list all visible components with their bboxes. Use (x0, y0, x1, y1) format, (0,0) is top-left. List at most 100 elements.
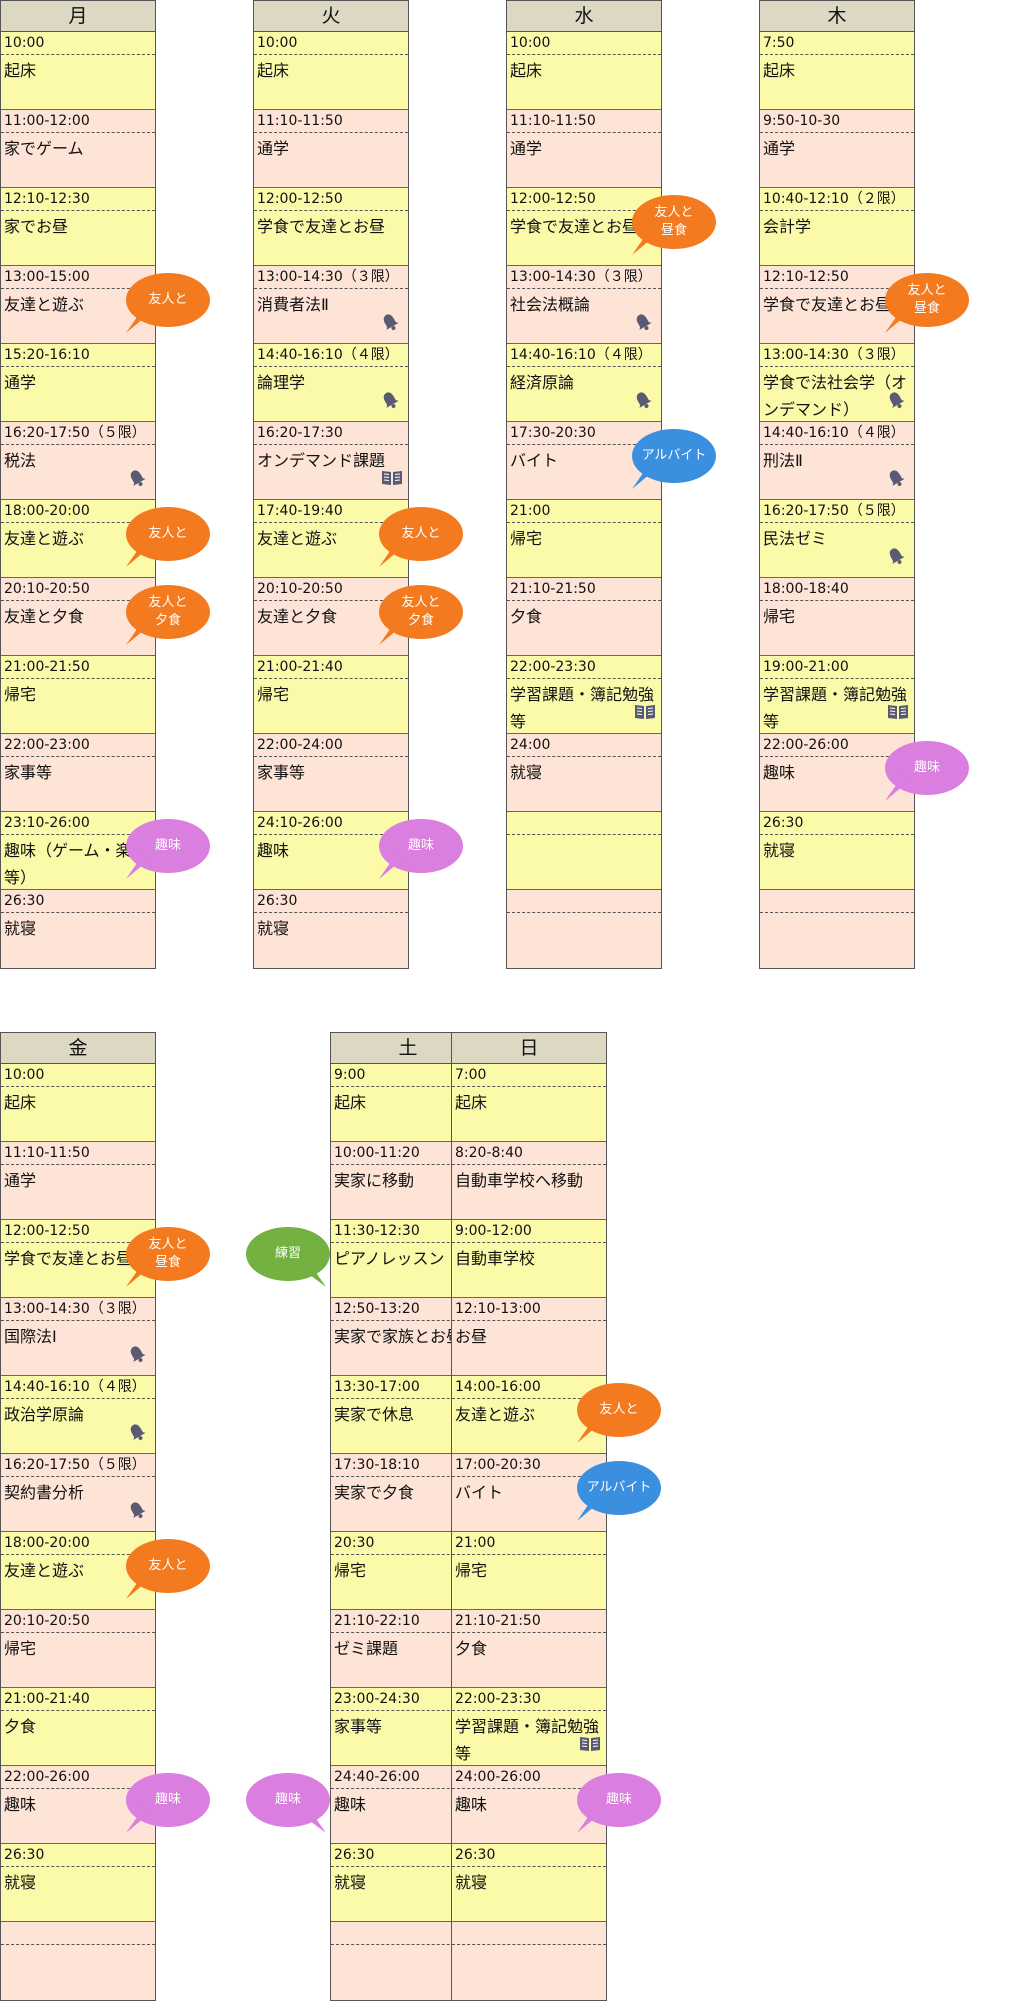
bell-icon (886, 546, 906, 566)
slot-activity: 友達と夕食 (257, 607, 338, 626)
slot-time: 16:20-17:30 (254, 422, 408, 445)
slot-activity: お昼 (455, 1327, 488, 1346)
slot-activity: 起床 (334, 1093, 367, 1112)
slot-time (507, 812, 661, 835)
slot-time: 12:10-12:30 (1, 188, 155, 211)
slot-activity: 家事等 (334, 1717, 383, 1736)
speech-bubble-friends: 友人と 夕食 (375, 585, 463, 647)
bubble-label: アルバイト (641, 448, 707, 463)
slot-activity: 友達と遊ぶ (4, 295, 85, 314)
slot-activity: 起床 (455, 1093, 488, 1112)
slot-time: 22:00-23:30 (452, 1688, 606, 1711)
speech-bubble-friends: 友人と (122, 273, 210, 335)
slot-time (452, 1922, 606, 1945)
bell-icon (380, 312, 400, 332)
schedule-slot: 12:10-12:30 家でお昼 (1, 188, 155, 266)
slot-activity: 趣味 (4, 1795, 37, 1814)
slot-activity (452, 1945, 606, 1947)
schedule-slot (507, 890, 661, 968)
slot-time: 11:10-11:50 (1, 1142, 155, 1165)
slot-activity: 就寝 (4, 919, 37, 938)
slot-activity: ゼミ課題 (334, 1639, 399, 1658)
slot-time: 24:00 (507, 734, 661, 757)
slot-time: 18:00-20:00 (1, 1532, 155, 1555)
schedule-slot: 14:40-16:10（４限）刑法Ⅱ (760, 422, 914, 500)
slot-activity: 帰宅 (4, 1639, 37, 1658)
slot-activity: 学食で友達とお昼 (763, 295, 892, 314)
slot-time: 16:20-17:50（５限） (760, 500, 914, 523)
schedule-slot: 7:00 起床 (452, 1064, 606, 1142)
slot-activity: 学食で友達とお昼 (4, 1249, 133, 1268)
slot-time (507, 890, 661, 913)
slot-activity: 学習課題・簿記勉強等 (455, 1717, 600, 1763)
bubble-label: 友人と (599, 1402, 639, 1417)
slot-time: 21:10-22:10 (331, 1610, 485, 1633)
day-header: 木 (760, 1, 914, 32)
bell-icon (127, 1422, 147, 1442)
slot-activity: 家でゲーム (4, 139, 84, 158)
bubble-label: 友人と 昼食 (148, 1237, 188, 1270)
slot-time: 17:30-18:10 (331, 1454, 485, 1477)
bubble-label: 趣味 (154, 838, 181, 853)
slot-activity: 帰宅 (257, 685, 290, 704)
bubble-label: 趣味 (407, 838, 434, 853)
slot-time: 21:00 (452, 1532, 606, 1555)
bell-icon (633, 390, 653, 410)
slot-activity: 趣味 (455, 1795, 488, 1814)
slot-activity: 学習課題・簿記勉強等 (510, 685, 655, 731)
slot-activity: 起床 (4, 61, 37, 80)
slot-time: 22:00-26:00 (1, 1766, 155, 1789)
slot-activity: 税法 (4, 451, 37, 470)
slot-time: 12:50-13:20 (331, 1298, 485, 1321)
schedule-slot: 13:00-14:30（３限）消費者法Ⅱ (254, 266, 408, 344)
slot-time: 24:40-26:00 (331, 1766, 485, 1789)
slot-time: 17:30-20:30 (507, 422, 661, 445)
slot-time: 7:00 (452, 1064, 606, 1087)
slot-activity: 自動車学校へ移動 (455, 1171, 584, 1190)
slot-activity: 家でお昼 (4, 217, 69, 236)
day-header: 火 (254, 1, 408, 32)
slot-time: 10:40-12:10（２限） (760, 188, 914, 211)
schedule-slot: 13:00-14:30（３限）社会法概論 (507, 266, 661, 344)
day-header: 日 (452, 1033, 606, 1064)
speech-bubble-hobby: 趣味 (573, 1773, 661, 1835)
slot-activity: 論理学 (257, 373, 306, 392)
slot-activity: 経済原論 (510, 373, 575, 392)
slot-activity: 趣味（ゲーム・楽器等） (4, 841, 148, 887)
bubble-label: 友人と (401, 526, 441, 541)
schedule-slot (452, 1922, 606, 2000)
slot-time: 26:30 (331, 1844, 485, 1867)
speech-bubble-hobby: 趣味 (242, 1773, 330, 1835)
slot-time (331, 1922, 485, 1945)
book-icon (578, 1734, 600, 1754)
slot-activity: 帰宅 (510, 529, 543, 548)
slot-activity: 家事等 (257, 763, 306, 782)
bubble-label: 友人と 昼食 (654, 205, 694, 238)
slot-time: 8:20-8:40 (452, 1142, 606, 1165)
slot-time: 12:00-12:50 (1, 1220, 155, 1243)
slot-activity: 友達と遊ぶ (257, 529, 338, 548)
bubble-label: 友人と 夕食 (401, 595, 441, 628)
slot-activity: 社会法概論 (510, 295, 591, 314)
speech-bubble-hobby: 趣味 (375, 819, 463, 881)
slot-time: 20:30 (331, 1532, 485, 1555)
slot-activity: 帰宅 (763, 607, 796, 626)
slot-activity (507, 913, 661, 915)
